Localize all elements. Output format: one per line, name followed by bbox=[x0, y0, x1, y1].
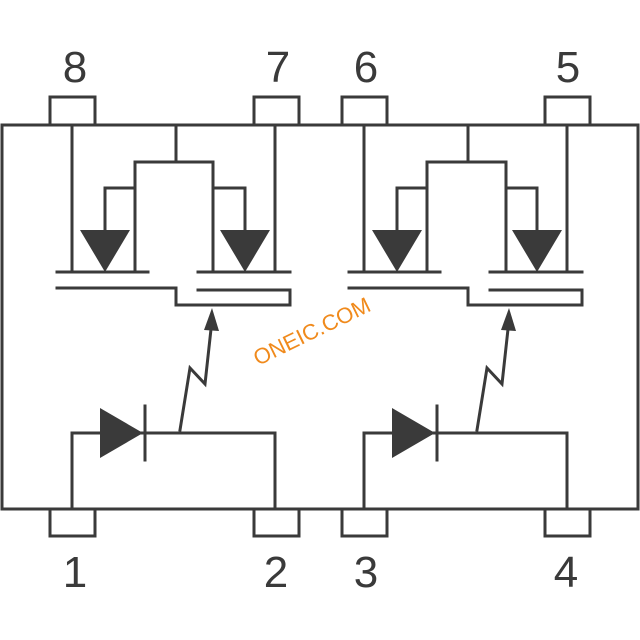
pin-7-tab bbox=[252, 95, 301, 127]
pin-label-7: 7 bbox=[266, 43, 290, 92]
led-input-left bbox=[70, 308, 277, 511]
pin-label-8: 8 bbox=[63, 43, 87, 92]
body-diode-arrow bbox=[372, 230, 422, 272]
pin-8-tab bbox=[48, 95, 97, 127]
pin-6-tab bbox=[340, 95, 389, 127]
pin-label-2: 2 bbox=[264, 548, 288, 597]
pin-4-tab bbox=[543, 507, 592, 538]
pin-label-3: 3 bbox=[354, 548, 378, 597]
led-input-right bbox=[362, 308, 569, 511]
pin-label-1: 1 bbox=[63, 548, 87, 597]
led-triangle bbox=[392, 408, 435, 458]
body-diode-arrow bbox=[80, 230, 130, 272]
mosfet-output-left bbox=[55, 123, 292, 307]
pin-label-5: 5 bbox=[556, 43, 580, 92]
mosfet-output-right bbox=[347, 123, 584, 307]
package-outline bbox=[0, 123, 640, 511]
pin-1-tab bbox=[48, 507, 97, 538]
pin-label-4: 4 bbox=[554, 548, 578, 597]
pin-label-6: 6 bbox=[354, 43, 378, 92]
light-emission-arrow bbox=[178, 318, 214, 432]
pin-3-tab bbox=[340, 507, 389, 538]
light-emission-arrow bbox=[475, 318, 511, 432]
pin-2-tab bbox=[252, 507, 301, 538]
led-triangle bbox=[100, 408, 143, 458]
body-diode-arrow bbox=[512, 230, 562, 272]
body-diode-arrow bbox=[220, 230, 270, 272]
pin-5-tab bbox=[543, 95, 592, 127]
